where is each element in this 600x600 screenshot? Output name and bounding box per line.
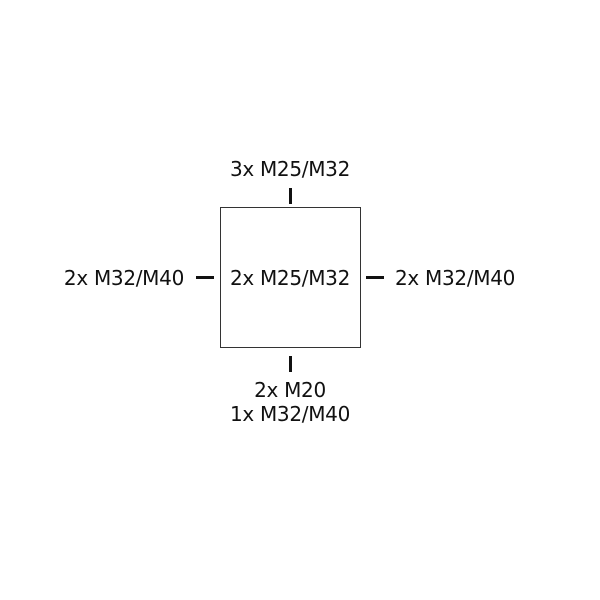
top-entry-tick	[289, 188, 292, 204]
right-entry-tick	[366, 276, 384, 279]
top-entry-label: 3x M25/M32	[229, 157, 351, 181]
left-entry-tick	[196, 276, 214, 279]
bottom-entry-tick	[289, 356, 292, 372]
left-entry-label: 2x M32/M40	[63, 266, 184, 290]
enclosure-box	[220, 207, 361, 348]
center-entry-label: 2x M25/M32	[229, 266, 351, 290]
bottom-entry-label-line2: 1x M32/M40	[229, 402, 351, 426]
right-entry-label: 2x M32/M40	[395, 266, 516, 290]
bottom-entry-label: 2x M20 1x M32/M40	[230, 378, 350, 426]
bottom-entry-label-line1: 2x M20	[254, 378, 326, 402]
